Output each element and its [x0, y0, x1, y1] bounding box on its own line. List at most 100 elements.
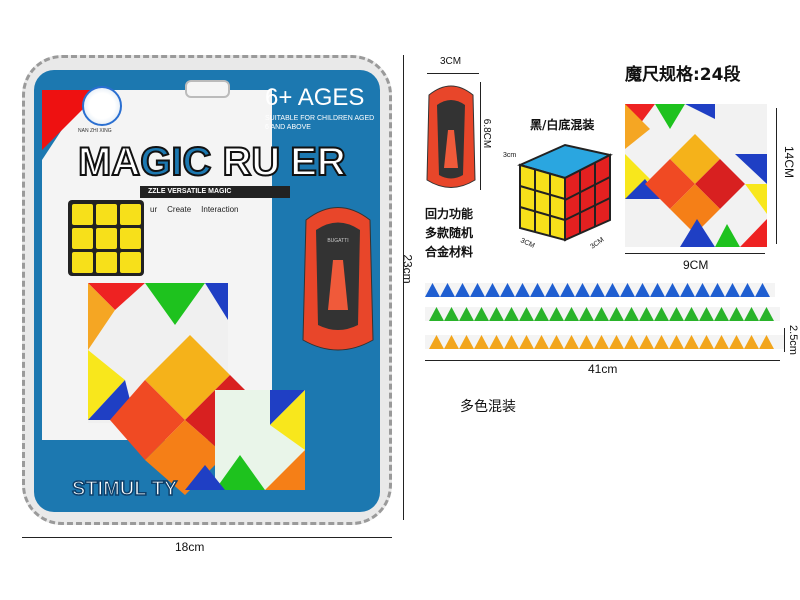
magic-snake [625, 104, 767, 247]
strip-triangle [654, 335, 669, 349]
feature-label: ur [150, 205, 158, 214]
strip-triangle [609, 335, 624, 349]
strip-triangle [594, 307, 609, 321]
strip-triangle [519, 307, 534, 321]
car-length-label: 6.8CM [481, 118, 493, 149]
cube-height-label: 3cm [503, 152, 517, 159]
magic-snake-package [88, 283, 305, 495]
strip-triangle [489, 335, 504, 349]
strip-triangle [549, 335, 564, 349]
strip-triangle [530, 283, 545, 297]
strip-triangle [744, 335, 759, 349]
cube-sticker [72, 204, 93, 225]
strip-triangle [620, 283, 635, 297]
strip-triangle [759, 335, 774, 349]
ages-label: 6+ AGES [265, 84, 365, 111]
strip-triangle [575, 283, 590, 297]
brand-logo [82, 86, 122, 126]
strip-triangle [744, 307, 759, 321]
strip-triangle [504, 307, 519, 321]
strip-blue [425, 283, 775, 297]
strip-triangle [639, 307, 654, 321]
car-badge: BUGATTI [327, 238, 348, 244]
strip-triangle [534, 307, 549, 321]
strip-triangle [455, 283, 470, 297]
strip-triangle [519, 335, 534, 349]
cube-sticker [120, 204, 141, 225]
car-note: 多款随机 [425, 226, 474, 240]
strip-note: 多色混装 [460, 399, 516, 415]
cube-sticker [96, 204, 117, 225]
strip-triangle [684, 335, 699, 349]
strip-triangle [710, 283, 725, 297]
strip-triangle [729, 335, 744, 349]
height-dimension-line [403, 55, 404, 520]
strip-triangle [459, 335, 474, 349]
yellow-cube [68, 200, 144, 276]
strip-width-line [784, 328, 785, 352]
strip-length-label: 41cm [588, 362, 618, 376]
strip-triangle [549, 307, 564, 321]
strip-triangle [695, 283, 710, 297]
title-part: MA [77, 140, 141, 184]
strip-triangle [594, 335, 609, 349]
toy-car [426, 85, 476, 188]
strip-triangle [590, 283, 605, 297]
strip-triangle [564, 307, 579, 321]
strip-triangle [759, 307, 774, 321]
strip-triangle [699, 335, 714, 349]
rubiks-cube [517, 143, 613, 242]
strip-triangle [624, 307, 639, 321]
strip-triangle [624, 335, 639, 349]
package-width-label: 18cm [175, 540, 205, 554]
strip-triangle [669, 335, 684, 349]
strip-triangle [725, 283, 740, 297]
car-notes: 回力功能 多款随机 合金材料 [425, 205, 473, 262]
strip-triangle [609, 307, 624, 321]
strip-triangle [605, 283, 620, 297]
snake-width-label: 9CM [683, 258, 709, 272]
cube-sticker [96, 228, 117, 249]
strip-triangle [650, 283, 665, 297]
strip-triangle [444, 307, 459, 321]
cube-sticker [120, 252, 141, 273]
title-part: RU [211, 140, 281, 184]
strip-triangle [564, 335, 579, 349]
strip-triangle [444, 335, 459, 349]
strip-triangle [635, 283, 650, 297]
feature-label: Interaction [201, 205, 239, 214]
strip-width-label: 2.5cm [786, 325, 799, 355]
strip-triangle [470, 283, 485, 297]
brand-name: NAN ZHI XING [78, 128, 112, 134]
car-width-line [427, 73, 479, 74]
strip-triangle [534, 335, 549, 349]
strip-triangle [500, 283, 515, 297]
feature-label: Create [167, 205, 192, 214]
snake-height-label: 14CM [782, 145, 797, 179]
strip-triangle [425, 283, 440, 297]
strip-triangle [459, 307, 474, 321]
strip-triangle [579, 335, 594, 349]
bottom-banner: STIMUL TY [71, 477, 178, 501]
strip-triangle [560, 283, 575, 297]
strip-triangle [440, 283, 455, 297]
package-height-label: 23cm [400, 254, 415, 284]
strip-triangle [504, 335, 519, 349]
car-width-label: 3CM [440, 56, 462, 67]
strip-triangle [755, 283, 770, 297]
snake-strips [425, 283, 785, 349]
strip-triangle [714, 307, 729, 321]
strip-triangle [654, 307, 669, 321]
car-note: 回力功能 [425, 207, 474, 221]
strip-triangle [639, 335, 654, 349]
strip-triangle [429, 307, 444, 321]
strip-length-line [425, 360, 780, 361]
strip-triangle [474, 307, 489, 321]
strip-triangle [729, 307, 744, 321]
cube-sticker [72, 252, 93, 273]
tagline: ZZLE VERSATILE MAGIC [140, 186, 290, 198]
strip-triangle [680, 283, 695, 297]
strip-green [425, 307, 780, 321]
strip-triangle [545, 283, 560, 297]
title-part: ER [289, 140, 347, 184]
